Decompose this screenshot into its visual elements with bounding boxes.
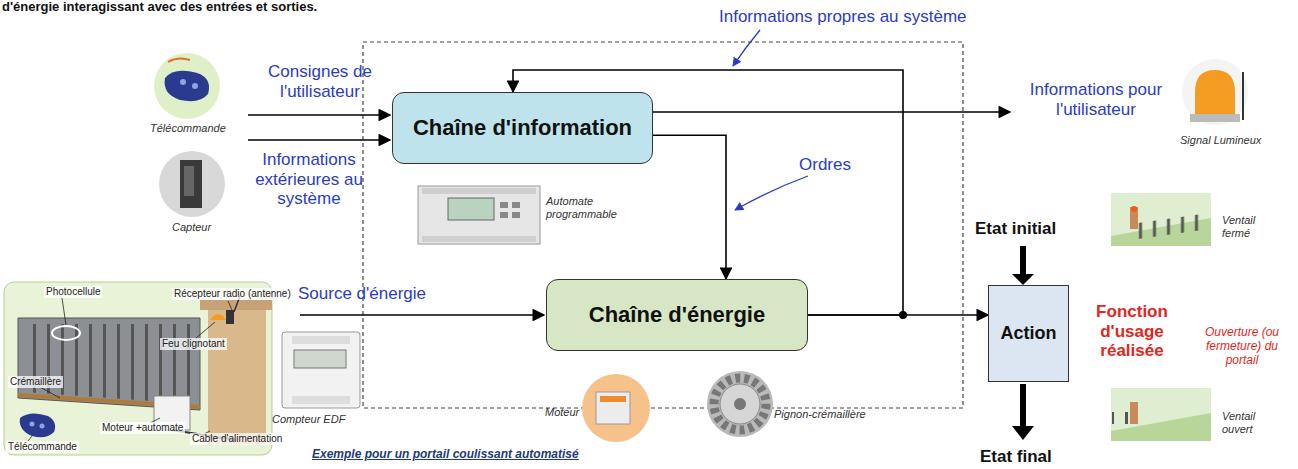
label-text: Ventail ouvert: [1222, 410, 1284, 435]
signal-light-picture: [1182, 59, 1248, 125]
label-text: Feu clignotant: [160, 338, 227, 350]
output-arrow: [653, 111, 1010, 113]
pinion-picture: [707, 371, 773, 437]
input-arrow: [248, 139, 390, 141]
label-text: Compteur EDF: [272, 413, 345, 426]
label-text: Ventail fermé: [1222, 214, 1284, 239]
input-arrow: [248, 114, 390, 116]
system-boundary: [363, 42, 963, 408]
plc-picture: [418, 186, 540, 244]
remote-picture: [154, 53, 220, 119]
label-text: Moteur: [545, 406, 579, 419]
process-box: Chaîne d'énergie: [546, 279, 808, 351]
label-text: Automate programmable: [546, 195, 632, 220]
label-text: Moteur +automate: [100, 422, 185, 434]
label-text: Signal Lumineux: [1180, 134, 1261, 147]
label-text: Pignon-crémaillère: [774, 408, 866, 421]
motor-picture: [582, 374, 650, 442]
label-text: Informations pour l'utilisateur: [1012, 80, 1180, 119]
label-text: Informations extérieures au système: [246, 150, 372, 209]
label-text: Fonction d'usage réalisée: [1080, 302, 1184, 361]
node-text: Chaîne d'information: [413, 114, 632, 142]
label-text: d'énergie interagissant avec des entrées…: [2, 0, 317, 15]
node-text: Action: [1001, 322, 1057, 345]
connector: [653, 135, 726, 279]
sensor-picture: [159, 151, 225, 217]
meter-picture: [282, 332, 360, 408]
process-box: Chaîne d'information: [392, 92, 653, 164]
label-text: Etat final: [980, 447, 1052, 467]
label-text: Télécommande: [6, 441, 79, 453]
caption: Exemple pour un portail coulissant autom…: [312, 448, 579, 462]
label-text: Capteur: [172, 221, 211, 234]
label-text: Crémaillère: [8, 376, 63, 388]
edge-label: Ordres: [797, 155, 853, 175]
action-box: Action: [988, 285, 1069, 382]
state-arrow: [1020, 384, 1026, 430]
gate-open-picture: [1111, 388, 1211, 441]
node-text: Chaîne d'énergie: [589, 301, 765, 329]
edge-label: Informations propres au système: [717, 7, 969, 27]
label-text: Cable d'alimentation: [190, 433, 284, 445]
label-text: Récepteur radio (antenne): [172, 288, 293, 300]
junction-dot: [899, 311, 907, 319]
gate-photo: [4, 282, 272, 455]
label-text: Source d'énergie: [298, 284, 426, 304]
gate-closed-picture: [1111, 193, 1211, 246]
energy-input-arrow: [300, 314, 544, 316]
label-text: Consignes de l'utilisateur: [250, 62, 390, 101]
label-text: Photocellule: [44, 286, 102, 298]
label-text: Télécommande: [150, 122, 226, 135]
label-text: Ouverture (ou fermeture) du portail: [1190, 326, 1294, 367]
label-text: Etat initial: [975, 219, 1056, 239]
